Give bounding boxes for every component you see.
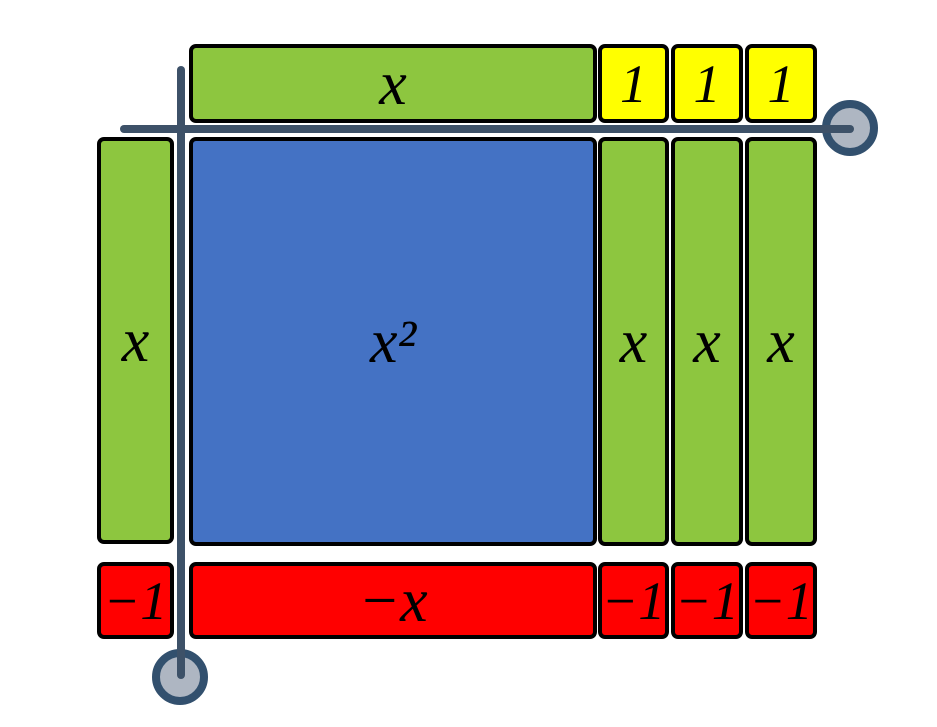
tile-neg-unit-left: −1 [97, 562, 174, 639]
tile-left-x-bar: x [97, 137, 174, 544]
tile-right-x-bar-2: x [671, 137, 743, 546]
tile-neg-unit-2: −1 [671, 562, 743, 639]
tile-neg-unit-1: −1 [598, 562, 669, 639]
tile-right-x-bar-3: x [745, 137, 817, 546]
tile-neg-unit-3: −1 [745, 562, 817, 639]
tile-x-squared: x² [189, 137, 597, 546]
tile-top-unit-1: 1 [598, 44, 669, 123]
tile-top-unit-2: 1 [671, 44, 743, 123]
vertical-axis-line [177, 66, 185, 679]
tile-top-unit-3: 1 [745, 44, 817, 123]
tile-top-x-bar: x [189, 44, 597, 123]
horizontal-axis-line [120, 125, 854, 133]
tile-neg-x-bar: −x [189, 562, 597, 639]
tile-right-x-bar-1: x [598, 137, 669, 546]
